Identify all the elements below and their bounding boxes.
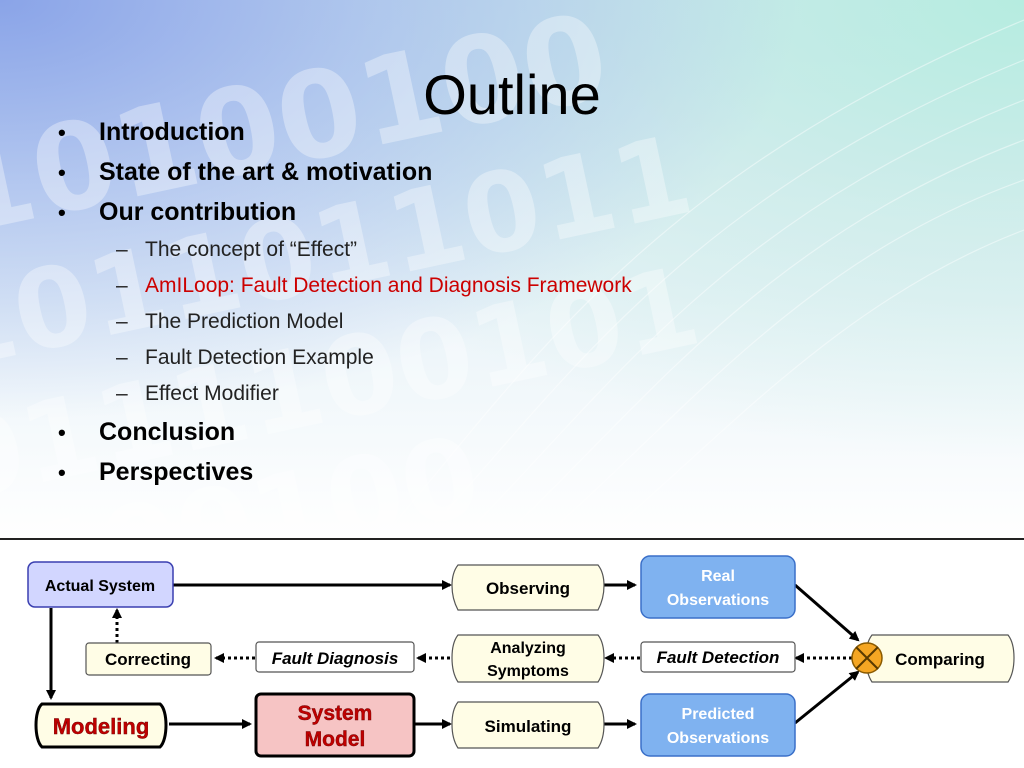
bullet-marker: • bbox=[58, 420, 66, 445]
outline-text: The concept of “Effect” bbox=[145, 238, 358, 261]
fault-diagnosis-node: Fault Diagnosis bbox=[255, 641, 415, 673]
outline-text: Fault Detection Example bbox=[145, 346, 374, 369]
outline-text: Effect Modifier bbox=[145, 382, 279, 405]
analyzing-symptoms-label-1: Analyzing bbox=[490, 640, 566, 657]
system-model-node: System Model bbox=[254, 692, 416, 758]
bg-wave-lines bbox=[379, 19, 1024, 540]
section-divider bbox=[0, 538, 1024, 540]
outline-text: Introduction bbox=[99, 118, 245, 146]
dash-marker: – bbox=[116, 274, 128, 297]
predicted-observations-node: Predicted Observations bbox=[640, 693, 796, 757]
dash-marker: – bbox=[116, 346, 128, 369]
analyzing-symptoms-node: Analyzing Symptoms bbox=[451, 634, 605, 683]
actual-system-label: Actual System bbox=[45, 578, 155, 595]
bullet-marker: • bbox=[58, 160, 66, 185]
correcting-label: Correcting bbox=[105, 650, 191, 669]
modeling-label: Modeling bbox=[53, 714, 150, 739]
slide-background: 10100100 1011011011 0111100101 0100100 O… bbox=[0, 0, 1024, 540]
outline-text: Conclusion bbox=[99, 418, 236, 446]
outline-text: Perspectives bbox=[99, 458, 254, 486]
comparing-label: Comparing bbox=[895, 650, 985, 669]
bullet-marker: • bbox=[58, 460, 66, 485]
system-model-label-1: System bbox=[298, 702, 373, 725]
dash-marker: – bbox=[116, 310, 128, 333]
system-model-label-2: Model bbox=[305, 728, 366, 751]
arrow-predicted-to-comparing bbox=[794, 670, 860, 725]
correcting-node: Correcting bbox=[85, 642, 212, 676]
bullet-marker: • bbox=[58, 120, 66, 145]
outline-text: The Prediction Model bbox=[145, 310, 344, 333]
fault-detection-label: Fault Detection bbox=[657, 648, 780, 667]
simulating-node: Simulating bbox=[451, 701, 605, 749]
modeling-node: Modeling bbox=[34, 702, 168, 749]
outline-text: State of the art & motivation bbox=[99, 158, 433, 186]
arrow-real-to-comparing bbox=[794, 583, 860, 642]
predicted-observations-label-2: Observations bbox=[667, 730, 769, 747]
fault-detection-node: Fault Detection bbox=[640, 641, 796, 673]
simulating-label: Simulating bbox=[485, 717, 572, 736]
bullet-marker: • bbox=[58, 200, 66, 225]
outline-text: Our contribution bbox=[99, 198, 297, 226]
actual-system-node: Actual System bbox=[27, 561, 174, 608]
dash-marker: – bbox=[116, 382, 128, 405]
dash-marker: – bbox=[116, 238, 128, 261]
real-observations-label-1: Real bbox=[701, 568, 735, 585]
outline-text: AmILoop: Fault Detection and Diagnosis F… bbox=[145, 274, 632, 297]
analyzing-symptoms-label-2: Symptoms bbox=[487, 663, 569, 680]
background-binary-digits: 10100100 1011011011 0111100101 0100100 bbox=[0, 0, 1024, 540]
predicted-observations-label-1: Predicted bbox=[682, 706, 755, 723]
observing-label: Observing bbox=[486, 579, 570, 598]
slide-title: Outline bbox=[423, 63, 601, 126]
real-observations-label-2: Observations bbox=[667, 592, 769, 609]
real-observations-node: Real Observations bbox=[640, 555, 796, 619]
fault-detection-framework-diagram: Actual System Observing Real Observation… bbox=[27, 555, 1015, 758]
observing-node: Observing bbox=[451, 564, 605, 611]
comparator-icon bbox=[851, 642, 883, 674]
fault-diagnosis-label: Fault Diagnosis bbox=[272, 649, 399, 668]
comparing-node: Comparing bbox=[865, 634, 1015, 683]
